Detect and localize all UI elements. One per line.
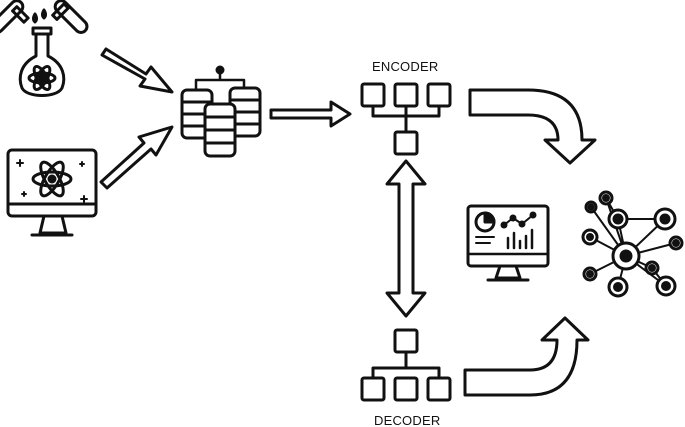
computer-simulation-icon <box>6 148 98 237</box>
encoder-label: ENCODER <box>372 59 439 74</box>
analytics-monitor-icon <box>466 204 550 282</box>
lab-flask-icon <box>18 26 66 97</box>
encoder-tree-icon <box>360 82 452 156</box>
molecule-graph-icon <box>581 190 684 298</box>
decoder-label: DECODER <box>374 413 441 427</box>
test-tubes-icon <box>0 0 89 34</box>
encoder-decoder-bidirectional-arrow <box>385 159 427 318</box>
flask-to-database-arrow <box>100 47 174 94</box>
database-icon <box>180 65 262 158</box>
decoder-tree-icon <box>360 328 452 402</box>
computer-to-database-arrow <box>99 125 174 190</box>
decoder-to-output-curved-arrow <box>463 316 590 397</box>
encoder-to-output-curved-arrow <box>468 88 597 165</box>
database-to-encoder-arrow <box>269 100 352 128</box>
